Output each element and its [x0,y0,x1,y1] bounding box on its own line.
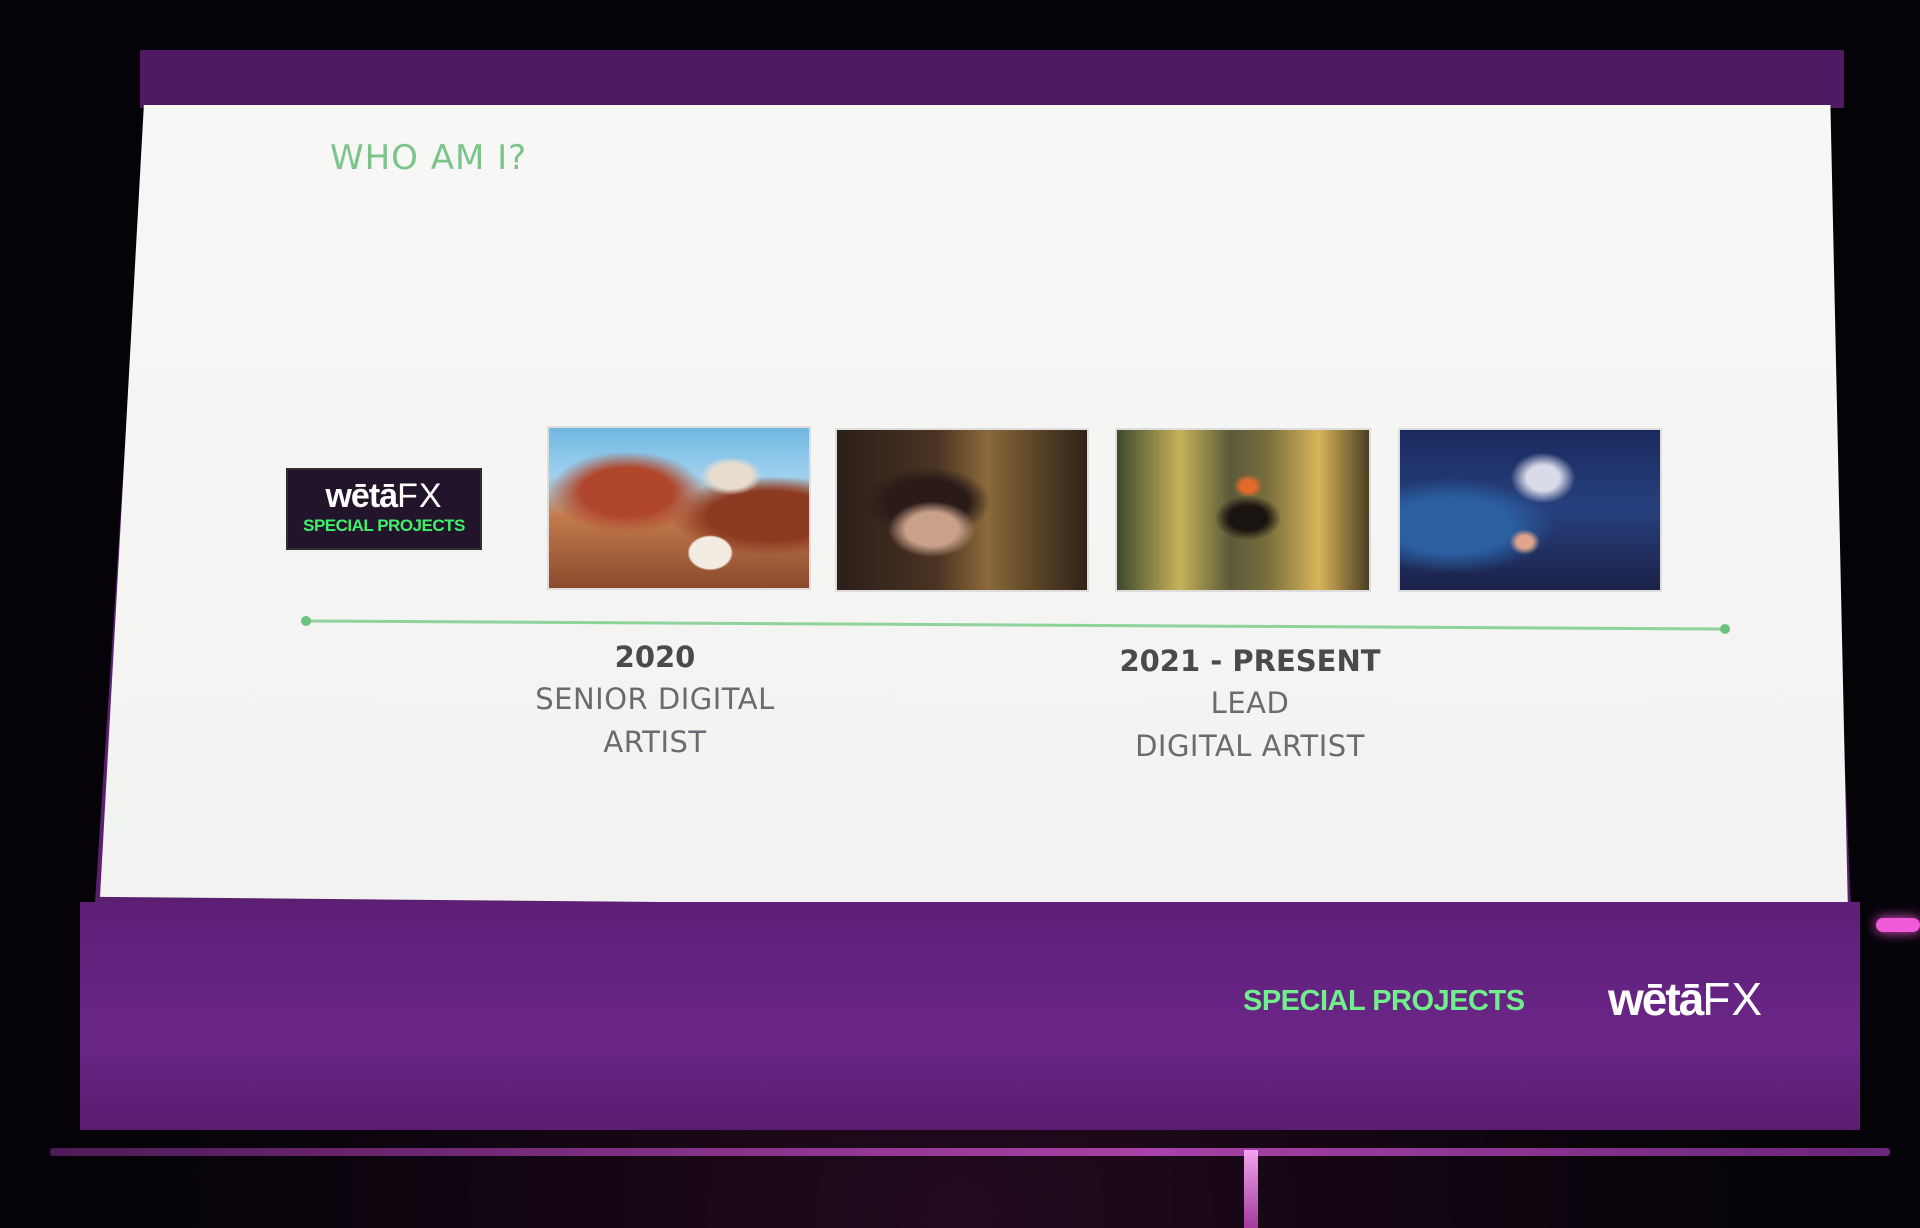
footer-logo-word: wētā [1608,973,1704,1025]
film-still-desert-creature [547,426,811,590]
logo-subtitle: SPECIAL PROJECTS [303,516,465,535]
timeline-entry-2020: 2020 SENIOR DIGITAL ARTIST [520,636,790,764]
logo-wordmark: wētāFX [288,476,480,516]
weta-special-projects-logo: wētāFX SPECIAL PROJECTS [286,468,482,550]
footer-logo-fx: FX [1702,973,1764,1025]
footer-weta-logo: wētāFX [1608,972,1763,1026]
film-still-hero-figure [1115,428,1371,592]
footer-special-projects: SPECIAL PROJECTS [1243,985,1525,1017]
film-still-blue-scene [1398,428,1662,592]
timeline-role-line1: LEAD [1210,686,1290,720]
timeline-year: 2021 - PRESENT [1119,644,1381,678]
side-light [1876,918,1920,932]
slide-footer-band [80,902,1860,1130]
timeline-year: 2020 [614,640,696,674]
timeline-role-line2: ARTIST [603,725,707,759]
timeline-entry-2021-present: 2021 - PRESENT LEAD DIGITAL ARTIST [1090,640,1410,768]
film-still-woman-headphones [835,428,1089,592]
slide-top-band [140,50,1844,108]
timeline-role-line2: DIGITAL ARTIST [1135,729,1365,763]
logo-word: wētā [325,477,398,515]
timeline-role-line1: SENIOR DIGITAL [535,682,775,716]
slide-title: WHO AM I? [330,138,528,178]
stage-light-post [1244,1150,1258,1228]
logo-fx: FX [397,477,443,515]
stage-edge-light [50,1148,1890,1156]
